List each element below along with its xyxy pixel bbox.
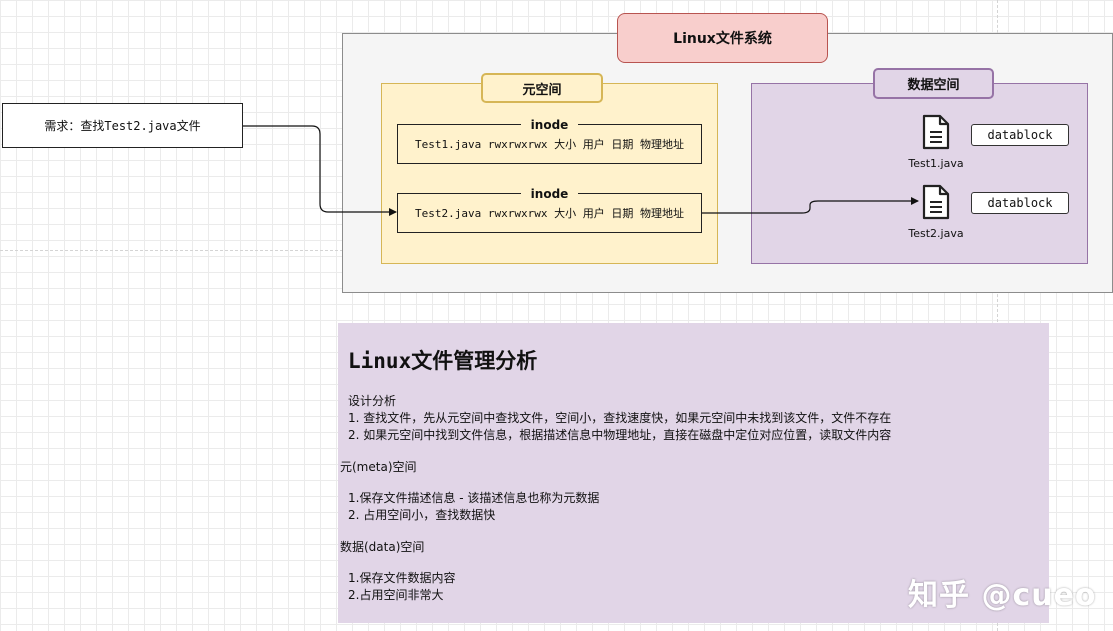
meta-item: 1.保存文件描述信息 - 该描述信息也称为元数据 [348, 491, 600, 505]
design-item: 1. 查找文件，先从元空间中查找文件，空间小，查找速度快，如果元空间中未找到该文… [348, 411, 892, 425]
design-heading: 设计分析 [348, 394, 397, 408]
inode-label: inode [520, 118, 579, 132]
data-item: 2.占用空间非常大 [348, 588, 444, 602]
inode-test2[interactable]: inode Test2.java rwxrwxrwx 大小 用户 日期 物理地址 [397, 187, 702, 233]
document-icon[interactable] [921, 184, 951, 220]
analysis-note[interactable] [338, 323, 1049, 623]
data-space-title[interactable]: 数据空间 [873, 68, 994, 99]
filesystem-title[interactable]: Linux文件系统 [617, 13, 828, 63]
request-label: 需求：查找Test2.java文件 [44, 119, 201, 133]
meta-space-container[interactable] [381, 83, 718, 264]
data-space-container[interactable] [751, 83, 1088, 264]
page-guide-vertical [997, 0, 998, 631]
datablock-test1[interactable]: datablock [971, 124, 1069, 146]
inode-text: Test2.java rwxrwxrwx 大小 用户 日期 物理地址 [415, 207, 684, 220]
inode-test1[interactable]: inode Test1.java rwxrwxrwx 大小 用户 日期 物理地址 [397, 118, 702, 164]
watermark: 知乎 @cueo [908, 578, 1097, 613]
inode-text: Test1.java rwxrwxrwx 大小 用户 日期 物理地址 [415, 138, 684, 151]
note-title: Linux文件管理分析 [348, 349, 538, 373]
document-icon[interactable] [921, 114, 951, 150]
request-box[interactable]: 需求：查找Test2.java文件 [2, 103, 243, 148]
data-heading: 数据(data)空间 [340, 540, 425, 554]
meta-item: 2. 占用空间小，查找数据快 [348, 508, 496, 522]
design-item: 2. 如果元空间中找到文件信息，根据描述信息中物理地址，直接在磁盘中定位对应位置… [348, 428, 892, 442]
data-item: 1.保存文件数据内容 [348, 571, 456, 585]
file-name-test2: Test2.java [908, 227, 964, 240]
meta-space-title[interactable]: 元空间 [481, 73, 603, 103]
datablock-test2[interactable]: datablock [971, 192, 1069, 214]
file-name-test1: Test1.java [908, 157, 964, 170]
inode-label: inode [520, 187, 579, 201]
meta-heading: 元(meta)空间 [340, 460, 417, 474]
